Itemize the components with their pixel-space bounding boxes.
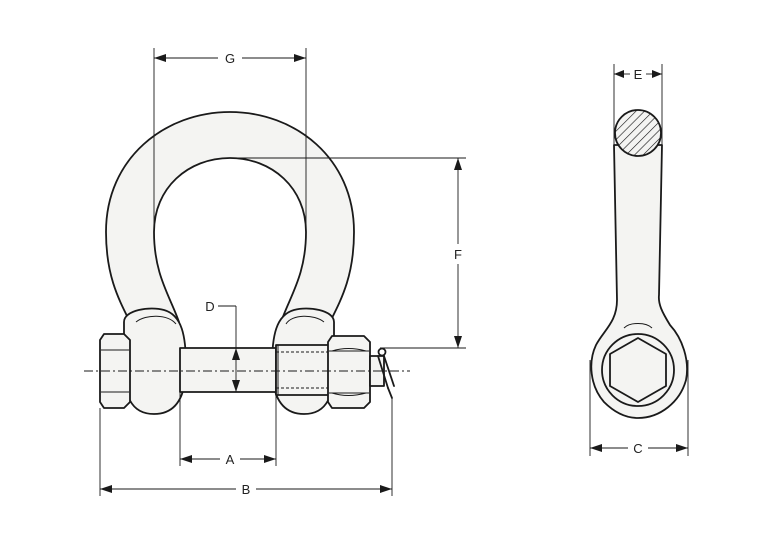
front-view: [84, 111, 410, 415]
side-eye-ring: [601, 333, 675, 407]
side-pin-hex: [609, 337, 667, 403]
dim-label-D: D: [205, 299, 214, 314]
dimension-B: B: [99, 398, 393, 497]
cotter-pin: [377, 347, 395, 399]
dim-label-A: A: [226, 452, 235, 467]
pin-shank: [179, 347, 277, 393]
dim-label-E: E: [634, 67, 643, 82]
side-view: [590, 109, 688, 419]
dimension-A: A: [179, 392, 277, 467]
dim-label-B: B: [242, 482, 251, 497]
side-body: [590, 144, 688, 419]
shackle-bow: [105, 111, 355, 323]
dim-label-F: F: [454, 247, 462, 262]
dimension-G: G: [153, 48, 307, 232]
pin-thread: [275, 344, 333, 396]
dimension-D: D: [205, 299, 240, 392]
dimension-C: C: [589, 360, 689, 456]
dimension-F: F: [230, 157, 466, 349]
dim-label-G: G: [225, 51, 235, 66]
bow-cross-section: [614, 109, 662, 157]
hex-nut: [327, 335, 371, 409]
dim-label-C: C: [633, 441, 642, 456]
left-eye: [123, 307, 187, 415]
dimension-E: E: [613, 64, 663, 145]
